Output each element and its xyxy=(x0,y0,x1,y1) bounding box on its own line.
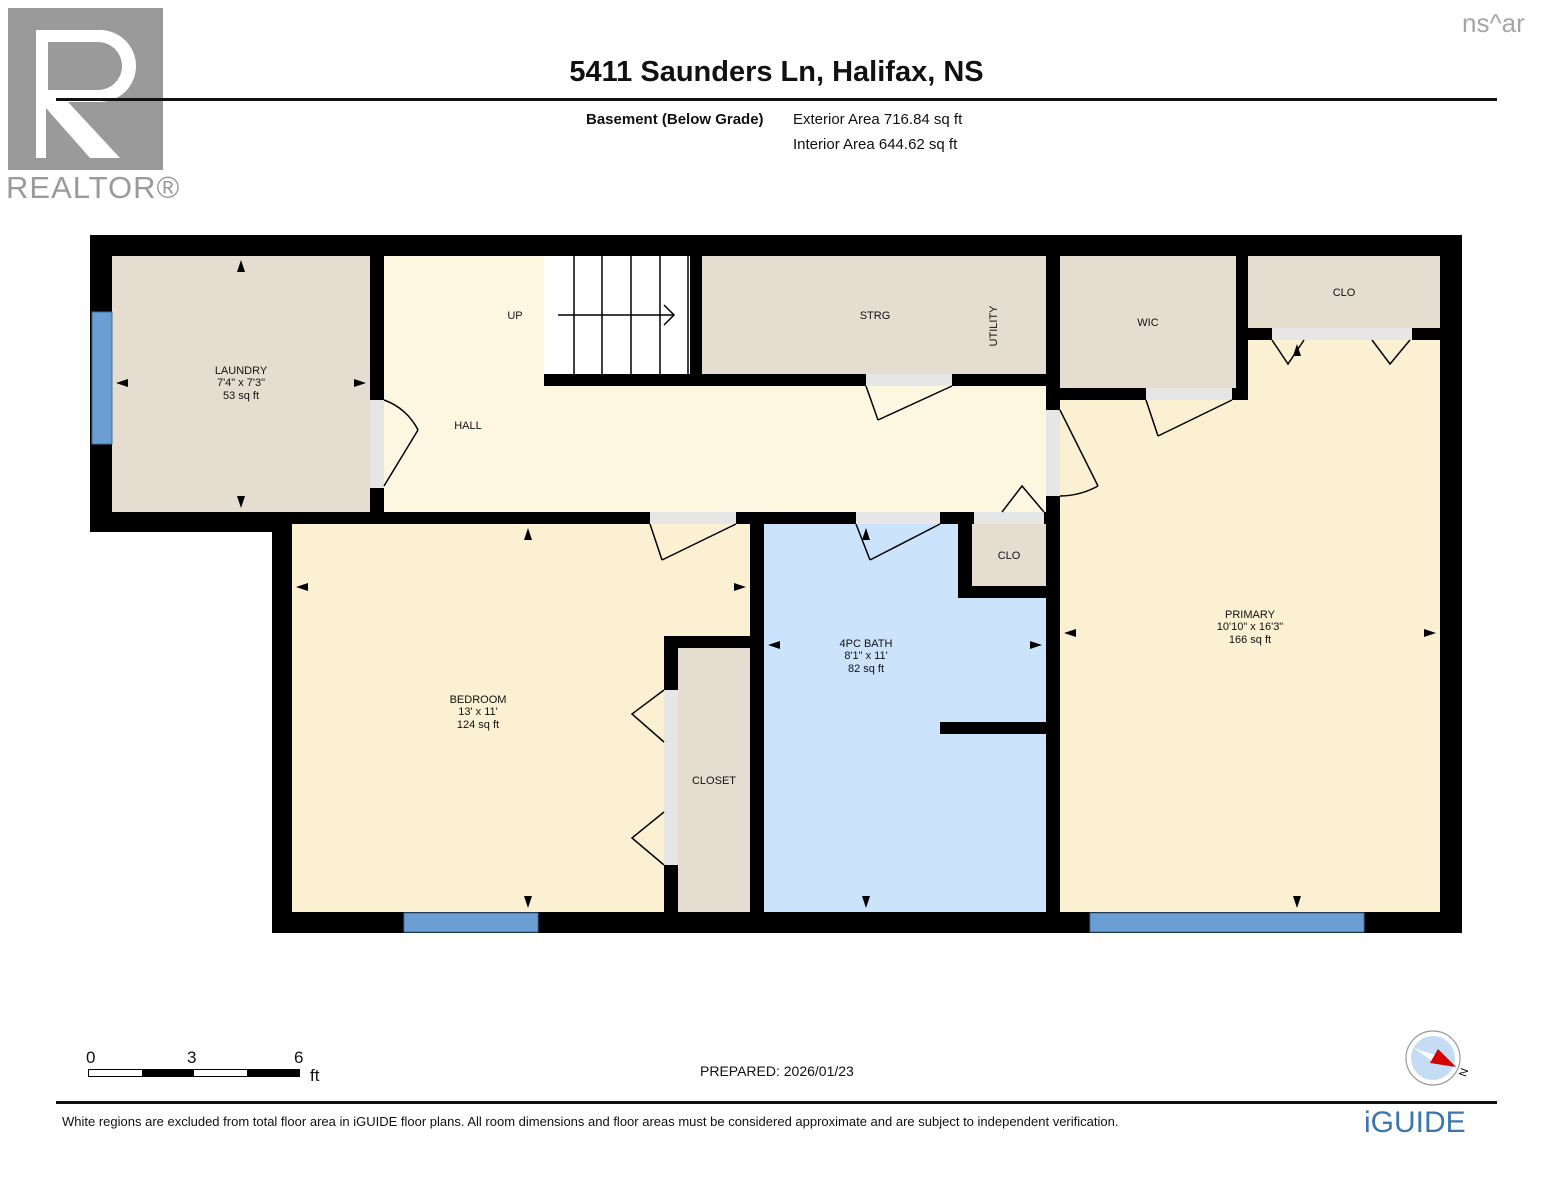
closet-room xyxy=(678,648,750,912)
window xyxy=(91,311,113,445)
closet-top-label: CLO xyxy=(1333,287,1356,299)
laundry-label: LAUNDRY xyxy=(215,365,268,377)
page-title: 5411 Saunders Ln, Halifax, NS xyxy=(569,56,984,88)
bath-dims: 8'1" x 11' xyxy=(844,650,887,662)
closet-label: CLOSET xyxy=(692,775,736,787)
divider xyxy=(56,1101,1497,1104)
iguide-logo: iGUIDE xyxy=(1364,1106,1466,1139)
laundry-dims: 7'4" x 7'3" xyxy=(217,377,265,389)
utility-label: UTILITY xyxy=(988,305,1000,347)
exterior-area: Exterior Area 716.84 sq ft xyxy=(793,111,963,128)
bedroom-area: 124 sq ft xyxy=(457,719,499,731)
stair-treads xyxy=(558,256,689,374)
storage-label: STRG xyxy=(860,310,891,322)
disclaimer: White regions are excluded from total fl… xyxy=(62,1114,1119,1129)
window xyxy=(403,912,539,933)
compass-icon: N xyxy=(1405,1030,1471,1086)
door-openings xyxy=(370,328,1412,865)
laundry-area: 53 sq ft xyxy=(223,390,259,402)
realtor-wordmark: REALTOR® xyxy=(6,170,181,205)
window xyxy=(1089,912,1365,933)
storage-room xyxy=(702,256,1046,374)
stairs-up-label: UP xyxy=(507,310,522,322)
bath-area: 82 sq ft xyxy=(848,663,884,675)
primary-dims: 10'10" x 16'3" xyxy=(1217,621,1284,633)
scale-unit: ft xyxy=(310,1066,320,1085)
bedroom-label: BEDROOM xyxy=(450,694,507,706)
interior-area: Interior Area 644.62 sq ft xyxy=(793,136,958,153)
primary-area: 166 sq ft xyxy=(1229,634,1271,646)
bath-label: 4PC BATH xyxy=(840,638,893,650)
realtor-r-icon xyxy=(8,8,163,170)
door-swings xyxy=(383,339,1411,866)
hall-label: HALL xyxy=(454,420,482,432)
divider xyxy=(56,98,1497,101)
bath-closet-room xyxy=(972,524,1046,586)
scale-bar: 0 3 6 ft xyxy=(86,1048,336,1088)
realtor-logo xyxy=(8,8,163,170)
closet-top-room xyxy=(1248,256,1440,328)
dimension-arrows xyxy=(116,260,1436,908)
scale-tick-3: 3 xyxy=(187,1048,197,1067)
scale-tick-0: 0 xyxy=(86,1048,96,1067)
floor-plan: LAUNDRY 7'4" x 7'3" 53 sq ft HALL UP STR… xyxy=(90,235,1462,933)
windows xyxy=(91,311,1365,933)
nsar-logo: ns^ar xyxy=(1462,8,1525,38)
scale-tick-6: 6 xyxy=(294,1048,304,1067)
prepared-date: PREPARED: 2026/01/23 xyxy=(700,1063,854,1079)
compass-north-label: N xyxy=(1457,1067,1471,1079)
primary-room xyxy=(1060,340,1440,912)
level-label: Basement (Below Grade) xyxy=(586,111,764,128)
wic-label: WIC xyxy=(1137,317,1158,329)
wic-room xyxy=(1060,256,1236,388)
laundry-room xyxy=(112,256,370,512)
bath-closet-label: CLO xyxy=(998,550,1021,562)
scale-segments xyxy=(88,1069,300,1077)
bath-partition xyxy=(940,722,1046,734)
primary-label: PRIMARY xyxy=(1225,609,1276,621)
bedroom-dims: 13' x 11' xyxy=(458,706,497,718)
